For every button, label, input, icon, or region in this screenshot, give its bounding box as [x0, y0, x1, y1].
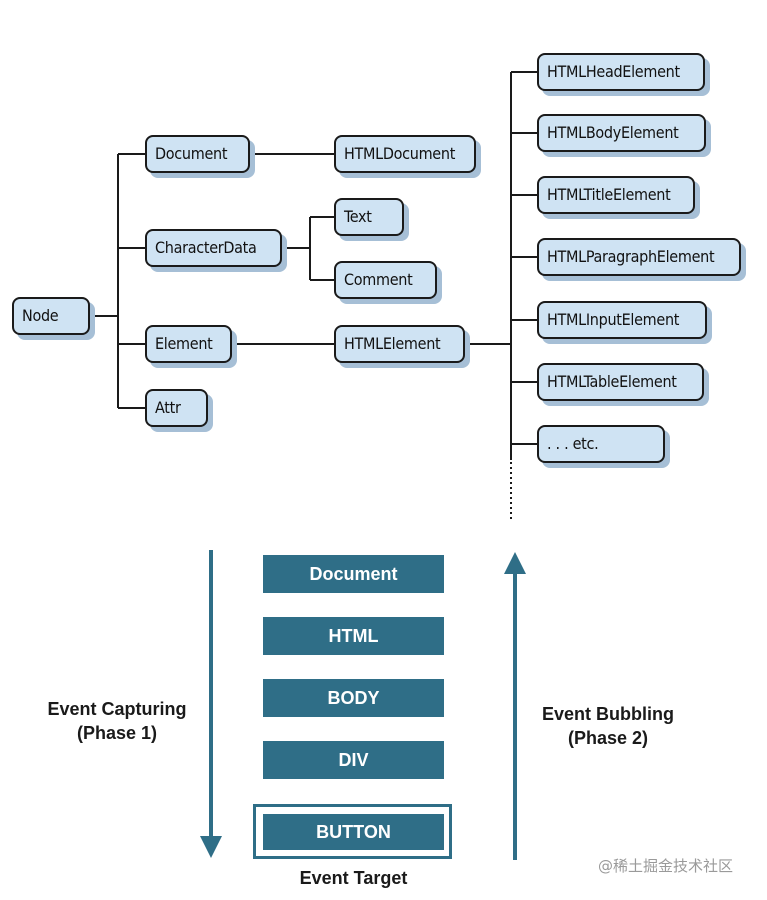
flow-layer-button: BUTTON: [263, 814, 444, 850]
node-box-htmlelement: HTMLElement: [334, 325, 465, 363]
node-box-htmltitleelement: HTMLTitleElement: [537, 176, 695, 214]
flow-layer-html: HTML: [263, 617, 444, 655]
capturing-arrow-head: [200, 836, 222, 858]
node-box-comment: Comment: [334, 261, 437, 299]
node-box-htmlinputelement: HTMLInputElement: [537, 301, 707, 339]
flow-layer-div: DIV: [263, 741, 444, 779]
bubbling-label: Event Bubbling (Phase 2): [520, 702, 696, 750]
node-box-element: Element: [145, 325, 232, 363]
bubbling-arrow-shaft: [513, 572, 517, 860]
tree-connector-lines: [88, 71, 537, 520]
watermark-text: @稀土掘金技术社区: [598, 857, 734, 875]
flow-layer-body: BODY: [263, 679, 444, 717]
capturing-arrow-shaft: [209, 550, 213, 838]
node-box-node: Node: [12, 297, 90, 335]
node-box-text: Text: [334, 198, 404, 236]
bubbling-arrow-head: [504, 552, 526, 574]
event-flow-arrows: [200, 550, 526, 860]
flow-layer-document: Document: [263, 555, 444, 593]
capturing-phase: (Phase 1): [76, 723, 158, 743]
capturing-label: Event Capturing (Phase 1): [24, 697, 210, 745]
node-box-htmltableelement: HTMLTableElement: [537, 363, 704, 401]
node-box-htmlheadelement: HTMLHeadElement: [537, 53, 705, 91]
node-box-characterdata: CharacterData: [145, 229, 282, 267]
node-box-htmldocument: HTMLDocument: [334, 135, 476, 173]
node-box-htmlbodyelement: HTMLBodyElement: [537, 114, 706, 152]
node-box-document: Document: [145, 135, 250, 173]
node-box-htmlparagraphelement: HTMLParagraphElement: [537, 238, 741, 276]
capturing-title: Event Capturing: [47, 699, 187, 719]
bubbling-title: Event Bubbling: [542, 704, 674, 724]
bubbling-phase: (Phase 2): [567, 728, 649, 748]
node-box-etc: . . . etc.: [537, 425, 665, 463]
event-target-caption: Event Target: [299, 868, 408, 888]
node-box-attr: Attr: [145, 389, 208, 427]
